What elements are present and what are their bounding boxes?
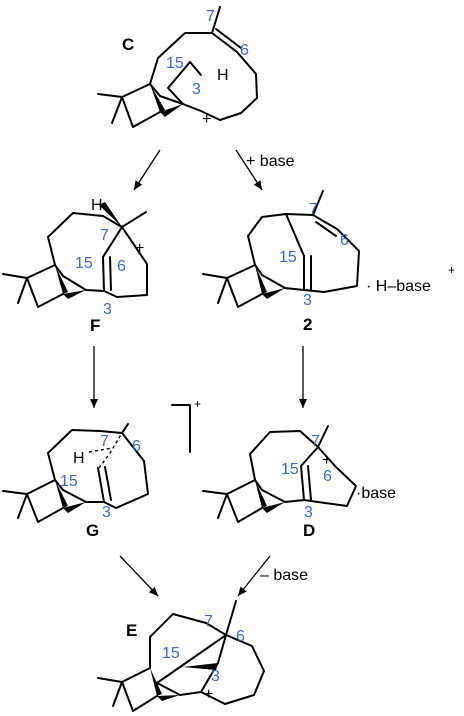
g-atom-15: 15 — [60, 473, 78, 490]
c-charge: + — [202, 111, 211, 128]
arrow-c-to-f — [133, 149, 161, 191]
2-atom-15: 15 — [279, 249, 297, 266]
f-atom-6: 6 — [117, 258, 126, 275]
g-atom-7: 7 — [100, 433, 109, 450]
compound-c-label: C — [122, 35, 134, 54]
compound-d-label: D — [303, 521, 315, 540]
d-atom-3: 3 — [304, 504, 313, 521]
g-atom-6: 6 — [132, 438, 141, 455]
compound-e: E 7 6 15 3 + — [97, 600, 265, 712]
compound-f: H 7 6 + 15 3 F — [2, 197, 148, 335]
d-atom-15: 15 — [281, 461, 299, 478]
d-charge: + — [322, 452, 331, 469]
c-atom-6: 6 — [240, 42, 249, 59]
e-charge: + — [204, 686, 213, 703]
2-atom-7: 7 — [309, 201, 318, 218]
g-bracket-charge: + — [194, 397, 201, 411]
arrow-c-to-2 — [235, 149, 263, 191]
e-atom-7: 7 — [204, 613, 213, 630]
e-atom-15: 15 — [162, 645, 180, 662]
f-hydrogen: H — [91, 197, 103, 214]
e-atom-3: 3 — [211, 668, 220, 685]
compound-c: C 7 6 15 3 H + — [97, 6, 258, 128]
2-atom-6: 6 — [340, 232, 349, 249]
f-atom-15: 15 — [75, 255, 93, 272]
e-atom-6: 6 — [236, 628, 245, 645]
compound-d: 7 + 6 15 3 ·base D — [202, 425, 396, 540]
f-charge: + — [135, 240, 144, 257]
compound-e-label: E — [126, 621, 137, 640]
g-atom-3: 3 — [102, 504, 111, 521]
d-base: ·base — [356, 485, 396, 502]
c-atom-3: 3 — [192, 81, 201, 98]
f-atom-7: 7 — [100, 227, 109, 244]
d-atom-6: 6 — [323, 468, 332, 485]
compound-2: 7 6 15 3 2 · H–base + — [202, 190, 455, 334]
reagent-base-remove: – base — [260, 567, 308, 584]
c-hydrogen: H — [217, 67, 229, 84]
arrow-d-to-e — [237, 555, 271, 597]
arrow-g-to-e — [119, 555, 159, 597]
compound-2-label: 2 — [303, 315, 312, 334]
byproduct-charge: + — [448, 263, 455, 277]
2-atom-3: 3 — [303, 292, 312, 309]
c-atom-15: 15 — [166, 55, 184, 72]
g-hydrogen: H — [73, 450, 85, 467]
reagent-base-add: + base — [246, 153, 295, 170]
d-atom-7: 7 — [311, 433, 320, 450]
compound-f-label: F — [90, 316, 100, 335]
compound-g: + 7 6 H 15 3 G — [2, 397, 201, 540]
byproduct-h-base: · H–base — [366, 278, 431, 295]
c-atom-7: 7 — [206, 8, 215, 25]
compound-g-label: G — [86, 521, 99, 540]
f-atom-3: 3 — [103, 301, 112, 318]
